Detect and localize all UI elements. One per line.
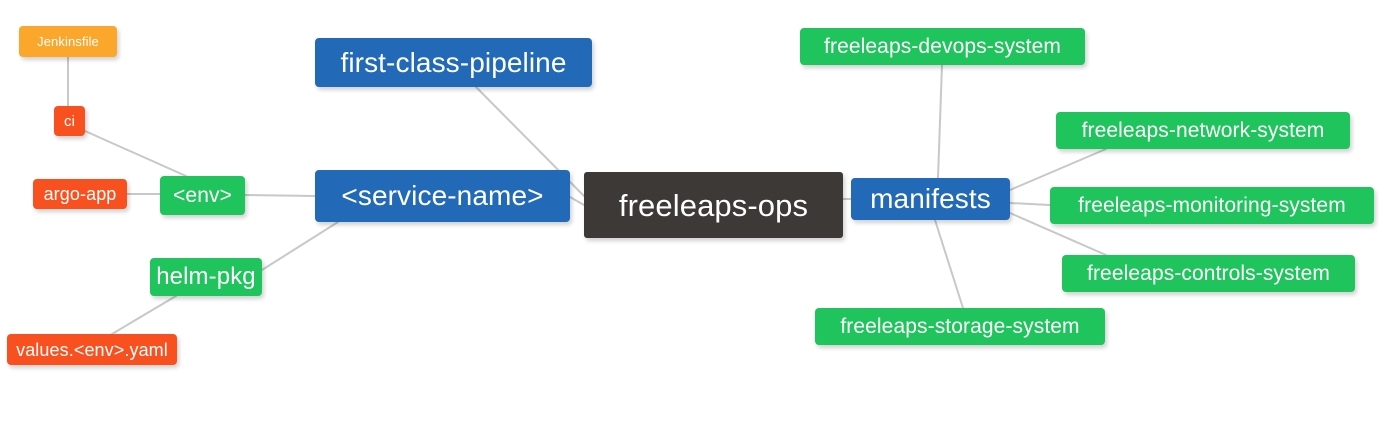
node-label: freeleaps-monitoring-system xyxy=(1078,194,1346,217)
edge-manifests-to-freeleaps-storage-system xyxy=(934,219,964,309)
mindmap-node-freeleaps-monitoring-system[interactable]: freeleaps-monitoring-system xyxy=(1050,187,1374,224)
node-label: values.<env>.yaml xyxy=(16,339,168,360)
edge-service-name-to-env xyxy=(244,194,316,197)
edge-freeleaps-ops-to-service-name xyxy=(569,196,585,206)
node-label: freeleaps-devops-system xyxy=(824,35,1061,58)
node-label: <env> xyxy=(173,184,232,207)
edge-manifests-to-freeleaps-devops-system xyxy=(937,64,943,179)
mindmap-node-values-env-yaml[interactable]: values.<env>.yaml xyxy=(7,334,177,365)
mindmap-node-env[interactable]: <env> xyxy=(160,176,245,215)
mindmap-node-Jenkinsfile[interactable]: Jenkinsfile xyxy=(19,26,117,57)
mindmap-node-service-name[interactable]: <service-name> xyxy=(315,170,570,222)
mindmap-node-manifests[interactable]: manifests xyxy=(851,178,1010,220)
node-label: freeleaps-network-system xyxy=(1081,119,1325,142)
edge-env-to-ci xyxy=(84,130,187,177)
mindmap-node-freeleaps-devops-system[interactable]: freeleaps-devops-system xyxy=(800,28,1085,65)
mindmap-node-ci[interactable]: ci xyxy=(54,106,85,136)
node-label: Jenkinsfile xyxy=(37,34,99,49)
mindmap-node-freeleaps-ops[interactable]: freeleaps-ops xyxy=(584,172,843,238)
node-label: first-class-pipeline xyxy=(340,46,567,78)
mindmap-node-helm-pkg[interactable]: helm-pkg xyxy=(150,258,262,296)
node-label: freeleaps-storage-system xyxy=(840,315,1080,338)
edge-manifests-to-freeleaps-monitoring-system xyxy=(1009,202,1051,206)
mindmap-node-freeleaps-storage-system[interactable]: freeleaps-storage-system xyxy=(815,308,1105,345)
mindmap-node-first-class-pipeline[interactable]: first-class-pipeline xyxy=(315,38,592,87)
mindmap-node-freeleaps-controls-system[interactable]: freeleaps-controls-system xyxy=(1062,255,1355,292)
node-label: manifests xyxy=(870,183,991,214)
node-label: freeleaps-ops xyxy=(618,187,809,223)
mindmap-node-freeleaps-network-system[interactable]: freeleaps-network-system xyxy=(1056,112,1350,149)
mindmap-node-argo-app[interactable]: argo-app xyxy=(33,179,127,209)
node-label: argo-app xyxy=(43,184,117,204)
node-label: freeleaps-controls-system xyxy=(1087,262,1330,285)
edge-service-name-to-helm-pkg xyxy=(261,221,339,271)
edge-helm-pkg-to-values-env-yaml xyxy=(111,295,177,335)
edge-manifests-to-freeleaps-network-system xyxy=(1009,148,1107,191)
node-label: <service-name> xyxy=(341,180,544,211)
node-label: helm-pkg xyxy=(156,263,256,290)
node-label: ci xyxy=(63,112,76,130)
